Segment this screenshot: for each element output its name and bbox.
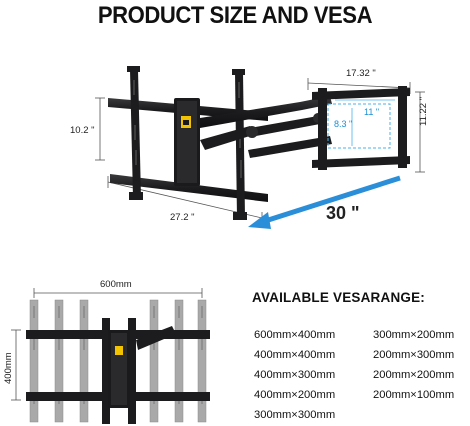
- vesa-width-dimension-label: 600mm: [100, 279, 132, 290]
- page-title: PRODUCT SIZE AND VESA: [97, 2, 373, 29]
- logo-icon: [115, 346, 123, 355]
- vesa-row: 600mm×400mm 300mm×200mm: [254, 326, 469, 346]
- arm-length-dimension-label: 17.32 ": [346, 68, 376, 79]
- vesa-size: 300mm×200mm: [373, 329, 455, 341]
- height-dimension-label: 10.2 ": [70, 125, 95, 136]
- vesa-size: 600mm×400mm: [254, 329, 336, 341]
- plate-height-dimension-label: 11.22 ": [418, 96, 429, 126]
- vesa-heading: AVAILABLE VESARANGE:: [252, 290, 426, 305]
- inner-height-dimension-label: 8.3 ": [334, 119, 353, 129]
- vesa-size: 200mm×300mm: [373, 349, 455, 361]
- vesa-size: 300mm×300mm: [254, 409, 336, 421]
- vesa-size: [373, 406, 469, 426]
- tv-plate: [312, 86, 410, 170]
- extension-arrow: [248, 175, 401, 229]
- width-dimension-label: 27.2 ": [170, 212, 195, 223]
- inner-width-dimension-label: 11 ": [364, 107, 380, 117]
- extension-dimension-label: 30 ": [326, 203, 360, 223]
- vesa-row: 400mm×400mm 200mm×300mm: [254, 346, 469, 366]
- vesa-height-dimension-label: 400mm: [3, 352, 14, 384]
- vesa-row: 400mm×300mm 200mm×200mm: [254, 366, 469, 386]
- vesa-row: 300mm×300mm: [254, 406, 469, 426]
- vesa-size: 200mm×200mm: [373, 369, 455, 381]
- vesa-size: 400mm×300mm: [254, 369, 336, 381]
- dimension-lines-bottom: [11, 288, 203, 401]
- vesa-size: 400mm×400mm: [254, 349, 336, 361]
- vesa-size: 400mm×200mm: [254, 389, 336, 401]
- vesa-size-list: 600mm×400mm 300mm×200mm 400mm×400mm 200m…: [254, 326, 469, 426]
- vesa-plate-diagram: [26, 299, 210, 424]
- center-bracket: [174, 98, 200, 186]
- vesa-row: 400mm×200mm 200mm×100mm: [254, 386, 469, 406]
- articulating-arm: [200, 96, 332, 158]
- vesa-size: 200mm×100mm: [373, 389, 455, 401]
